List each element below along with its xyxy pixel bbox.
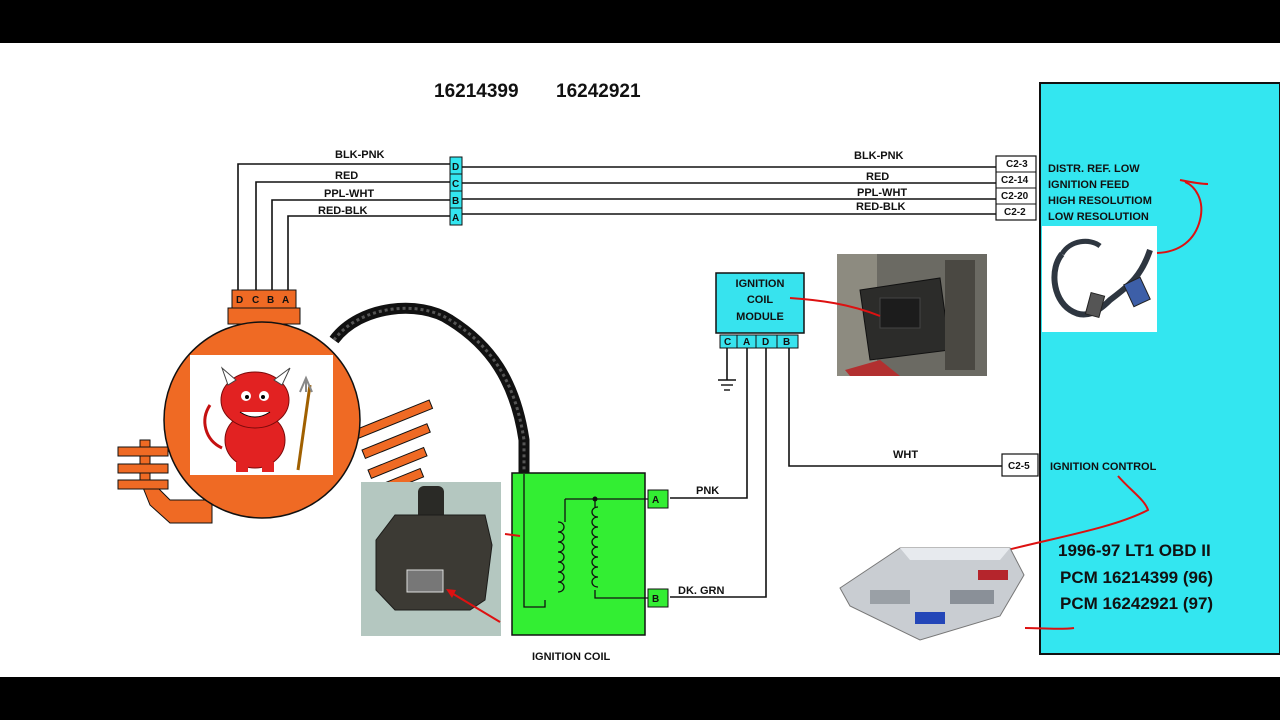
inline-pin-c: C — [452, 179, 459, 190]
icm-pin-a: A — [743, 337, 750, 348]
pcm-label-ignition-feed: IGNITION FEED — [1048, 179, 1129, 191]
inline-pin-b: B — [452, 196, 459, 207]
pcm-connector-c2-5: C2-5 — [1001, 453, 1039, 477]
icm-pin-d: D — [762, 337, 769, 348]
ignition-coil-photo — [361, 482, 501, 636]
wire-label-left-blk-pnk: BLK-PNK — [335, 149, 385, 161]
pcm-pin-c2-20: C2-20 — [1001, 191, 1029, 202]
wire-label-left-ppl-wht: PPL-WHT — [324, 188, 374, 200]
pcm-panel — [1039, 82, 1280, 655]
pcm-info-line-2: PCM 16214399 (96) — [1060, 568, 1213, 587]
distributor-pin-c: C — [252, 295, 259, 306]
pcm-info-line-3: PCM 16242921 (97) — [1060, 594, 1213, 613]
part-number-1: 16214399 — [434, 81, 519, 102]
devil-cartoon — [203, 366, 313, 472]
harness-connector-photo — [1042, 226, 1157, 332]
annotations — [504, 179, 1209, 630]
icm-title-line-1: IGNITION — [736, 278, 785, 290]
pcm-label-low-res: LOW RESOLUTION — [1048, 211, 1149, 223]
inline-pin-d: D — [452, 162, 459, 173]
coil-pin-a: A — [652, 495, 659, 506]
wire-label-right-red-blk: RED-BLK — [856, 201, 906, 213]
ignition-coil: A B IGNITION COIL — [511, 472, 669, 663]
pcm-label-ignition-control: IGNITION CONTROL — [1050, 461, 1157, 473]
icm-title-line-2: COIL — [747, 294, 774, 306]
distributor-pin-a: A — [282, 295, 289, 306]
wire-label-dk-grn: DK. GRN — [678, 585, 725, 597]
harness-wires — [237, 163, 1002, 598]
wire-label-right-blk-pnk: BLK-PNK — [854, 150, 904, 162]
inline-pin-a: A — [452, 213, 459, 224]
svg-text:C2-5: C2-5 — [1008, 461, 1030, 472]
pcm-label-high-res: HIGH RESOLUTIOM — [1048, 195, 1152, 207]
pcm-pin-c2-14: C2-14 — [1001, 175, 1029, 186]
wire-label-right-ppl-wht: PPL-WHT — [857, 187, 907, 199]
distributor-pin-d: D — [236, 295, 243, 306]
wire-label-pnk: PNK — [696, 485, 719, 497]
distributor-pin-b: B — [267, 295, 274, 306]
wire-label-left-red-blk: RED-BLK — [318, 205, 368, 217]
pcm-connector-c2: C2-3 C2-14 C2-20 C2-2 — [995, 155, 1037, 221]
wire-label-left-red: RED — [335, 170, 358, 182]
pcm-pin-c2-2: C2-2 — [1004, 207, 1026, 218]
icm-pin-c: C — [724, 337, 731, 348]
ignition-coil-module: IGNITION COIL MODULE C A D B — [715, 272, 805, 349]
icm-pin-b: B — [783, 337, 790, 348]
top-letterbox — [0, 0, 1280, 43]
wire-label-right-red: RED — [866, 171, 889, 183]
bottom-letterbox — [0, 677, 1280, 720]
part-number-2: 16242921 — [556, 81, 641, 102]
icm-photo — [837, 254, 987, 376]
wire-label-wht: WHT — [893, 449, 918, 461]
inline-connector: D C B A — [449, 156, 463, 226]
pcm-pin-c2-3: C2-3 — [1006, 159, 1028, 170]
pcm-label-distr-ref: DISTR. REF. LOW — [1048, 163, 1140, 175]
coil-pin-b: B — [652, 594, 659, 605]
pcm-info-line-1: 1996-97 LT1 OBD II — [1058, 541, 1211, 560]
ground-symbol — [718, 379, 736, 391]
icm-title-line-3: MODULE — [736, 311, 784, 323]
ignition-coil-label: IGNITION COIL — [532, 651, 611, 663]
pcm-computer-photo — [839, 547, 1025, 641]
